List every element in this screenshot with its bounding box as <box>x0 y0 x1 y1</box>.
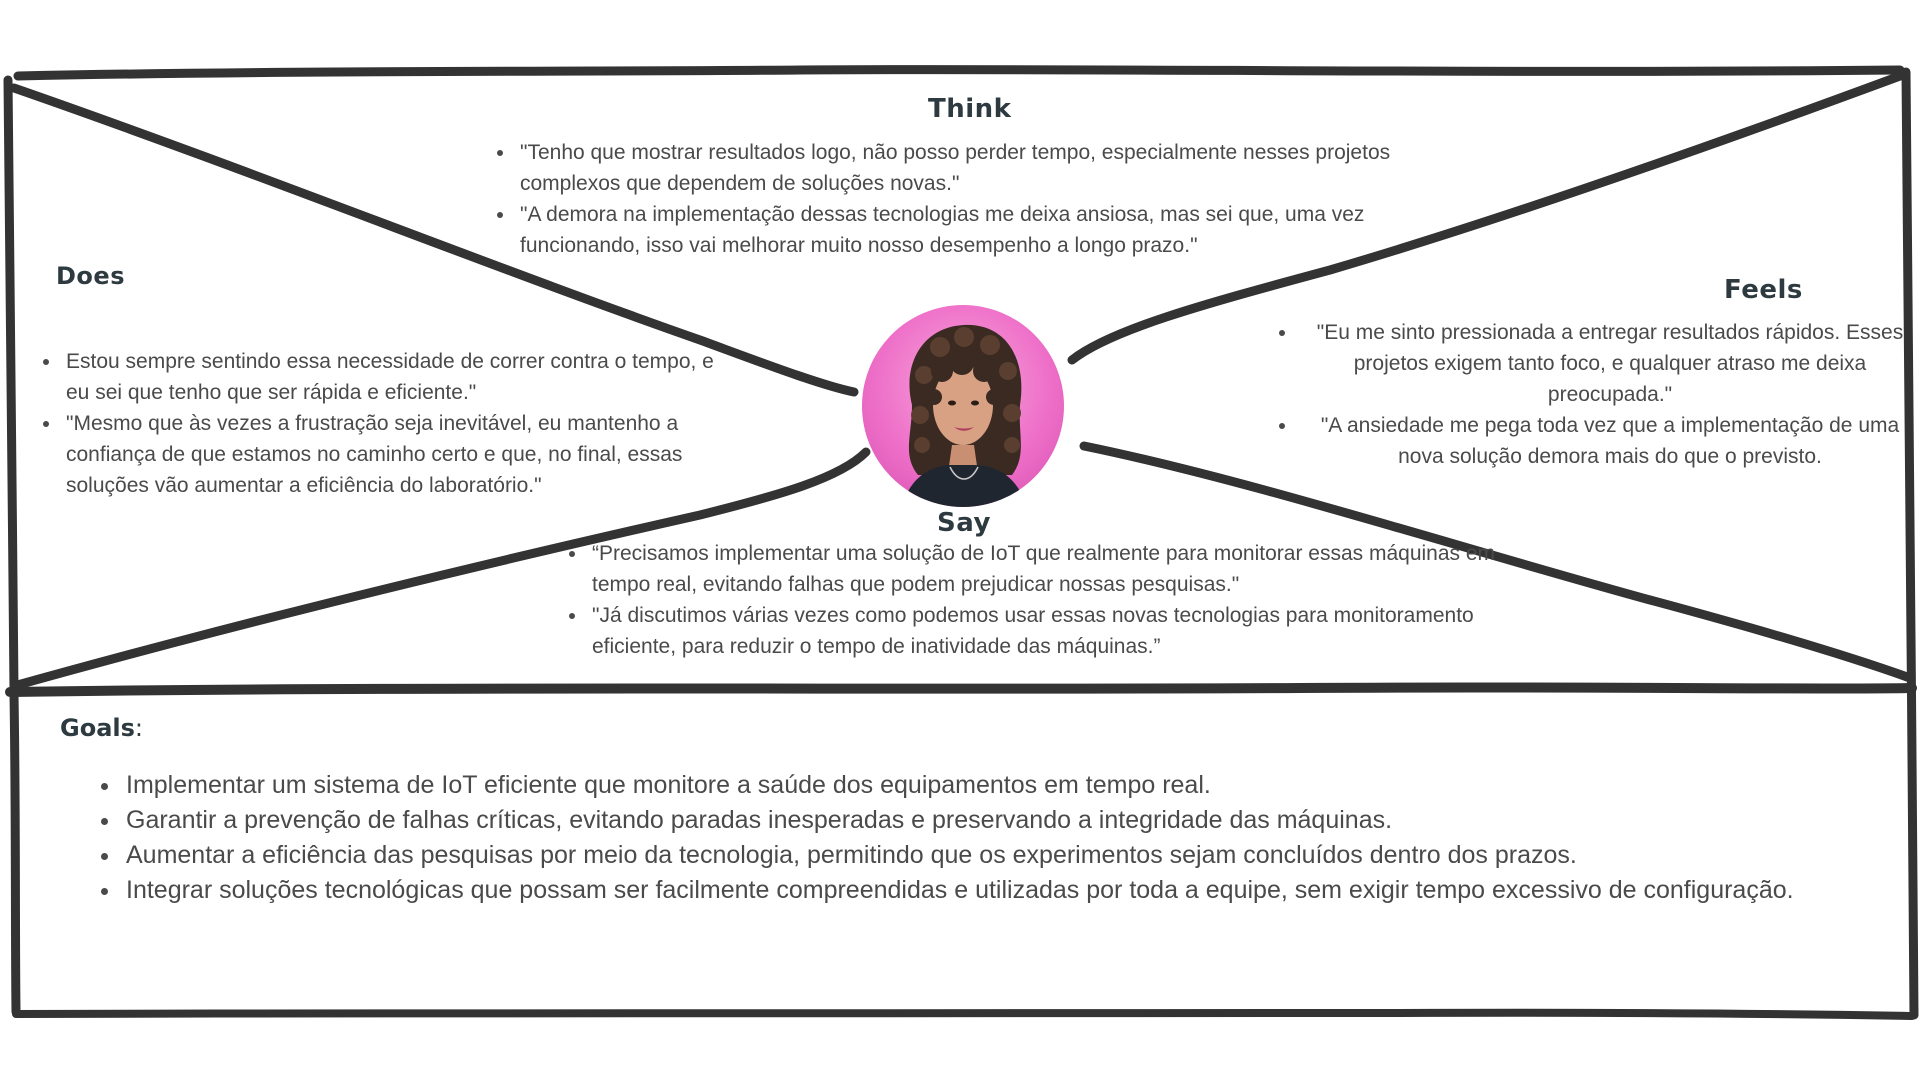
think-heading: Think <box>928 94 1012 124</box>
goal-item: Integrar soluções tecnológicas que possa… <box>122 873 1912 908</box>
feels-item: "A ansiedade me pega toda vez que a impl… <box>1298 410 1918 472</box>
does-item: Estou sempre sentindo essa necessidade d… <box>62 346 742 408</box>
goal-item: Aumentar a eficiência das pesquisas por … <box>122 838 1912 873</box>
think-item: "A demora na implementação dessas tecnol… <box>516 199 1466 261</box>
diagonal-top-right <box>1067 71 1905 365</box>
left-border-lower <box>9 689 21 1017</box>
say-list: “Precisamos implementar uma solução de I… <box>560 538 1538 662</box>
goals-heading: Goals: <box>60 714 143 742</box>
diagonal-bottom-right <box>1079 441 1915 683</box>
feels-heading: Feels <box>1724 275 1803 305</box>
does-list: Estou sempre sentindo essa necessidade d… <box>34 346 742 501</box>
does-heading: Does <box>56 262 125 290</box>
think-item: "Tenho que mostrar resultados logo, não … <box>516 137 1466 199</box>
section-divider <box>5 682 1917 697</box>
think-list: "Tenho que mostrar resultados logo, não … <box>488 137 1466 261</box>
feels-list: "Eu me sinto pressionada a entregar resu… <box>1270 317 1918 472</box>
top-border <box>13 65 1905 81</box>
say-item: "Já discutimos várias vezes como podemos… <box>588 600 1538 662</box>
say-item: “Precisamos implementar uma solução de I… <box>588 538 1538 600</box>
goal-item: Implementar um sistema de IoT eficiente … <box>122 768 1912 803</box>
diagonal-bottom-left <box>9 447 871 691</box>
left-border-upper <box>3 75 19 695</box>
goals-list: Implementar um sistema de IoT eficiente … <box>94 768 1912 908</box>
right-border <box>1901 67 1919 1020</box>
diagonal-top-left <box>9 83 859 397</box>
does-item: "Mesmo que às vezes a frustração seja in… <box>62 408 742 501</box>
feels-item: "Eu me sinto pressionada a entregar resu… <box>1298 317 1918 410</box>
goal-item: Garantir a prevenção de falhas críticas,… <box>122 803 1912 838</box>
goals-title: Goals <box>60 714 135 742</box>
goals-colon: : <box>134 714 143 742</box>
bottom-border <box>12 1008 1916 1020</box>
persona-avatar <box>862 305 1064 507</box>
persona-photo <box>902 324 1026 507</box>
say-heading: Say <box>937 508 991 538</box>
